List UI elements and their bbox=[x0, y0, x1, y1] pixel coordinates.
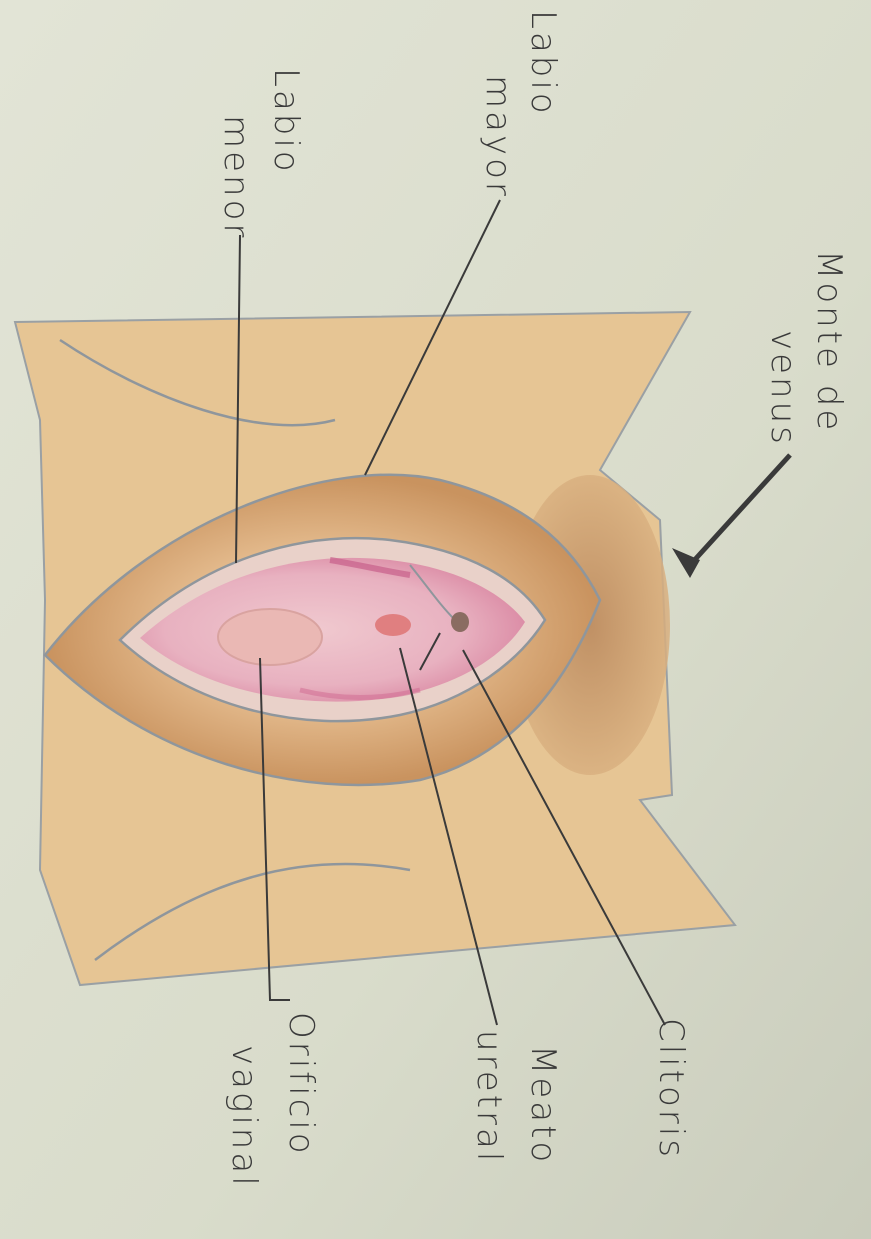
clitoris-mark bbox=[451, 612, 469, 632]
label-venus: venus bbox=[763, 330, 803, 447]
label-meato-2: uretral bbox=[469, 1030, 509, 1164]
label-labio-menor-2: menor bbox=[216, 115, 256, 240]
label-orificio-1: Orificio bbox=[281, 1012, 321, 1157]
label-labio-mayor-1: Labio bbox=[523, 10, 563, 117]
label-meato-1: Meato bbox=[523, 1045, 563, 1165]
label-orificio-2: vaginal bbox=[224, 1045, 264, 1189]
label-clitoris: Clitoris bbox=[651, 1018, 691, 1160]
label-labio-mayor-2: mayor bbox=[478, 75, 518, 199]
vaginal-orifice bbox=[218, 609, 322, 665]
label-labio-menor-1: Labio bbox=[266, 68, 306, 175]
urethral-meatus bbox=[375, 614, 411, 636]
label-monte: Monte de bbox=[809, 250, 849, 433]
